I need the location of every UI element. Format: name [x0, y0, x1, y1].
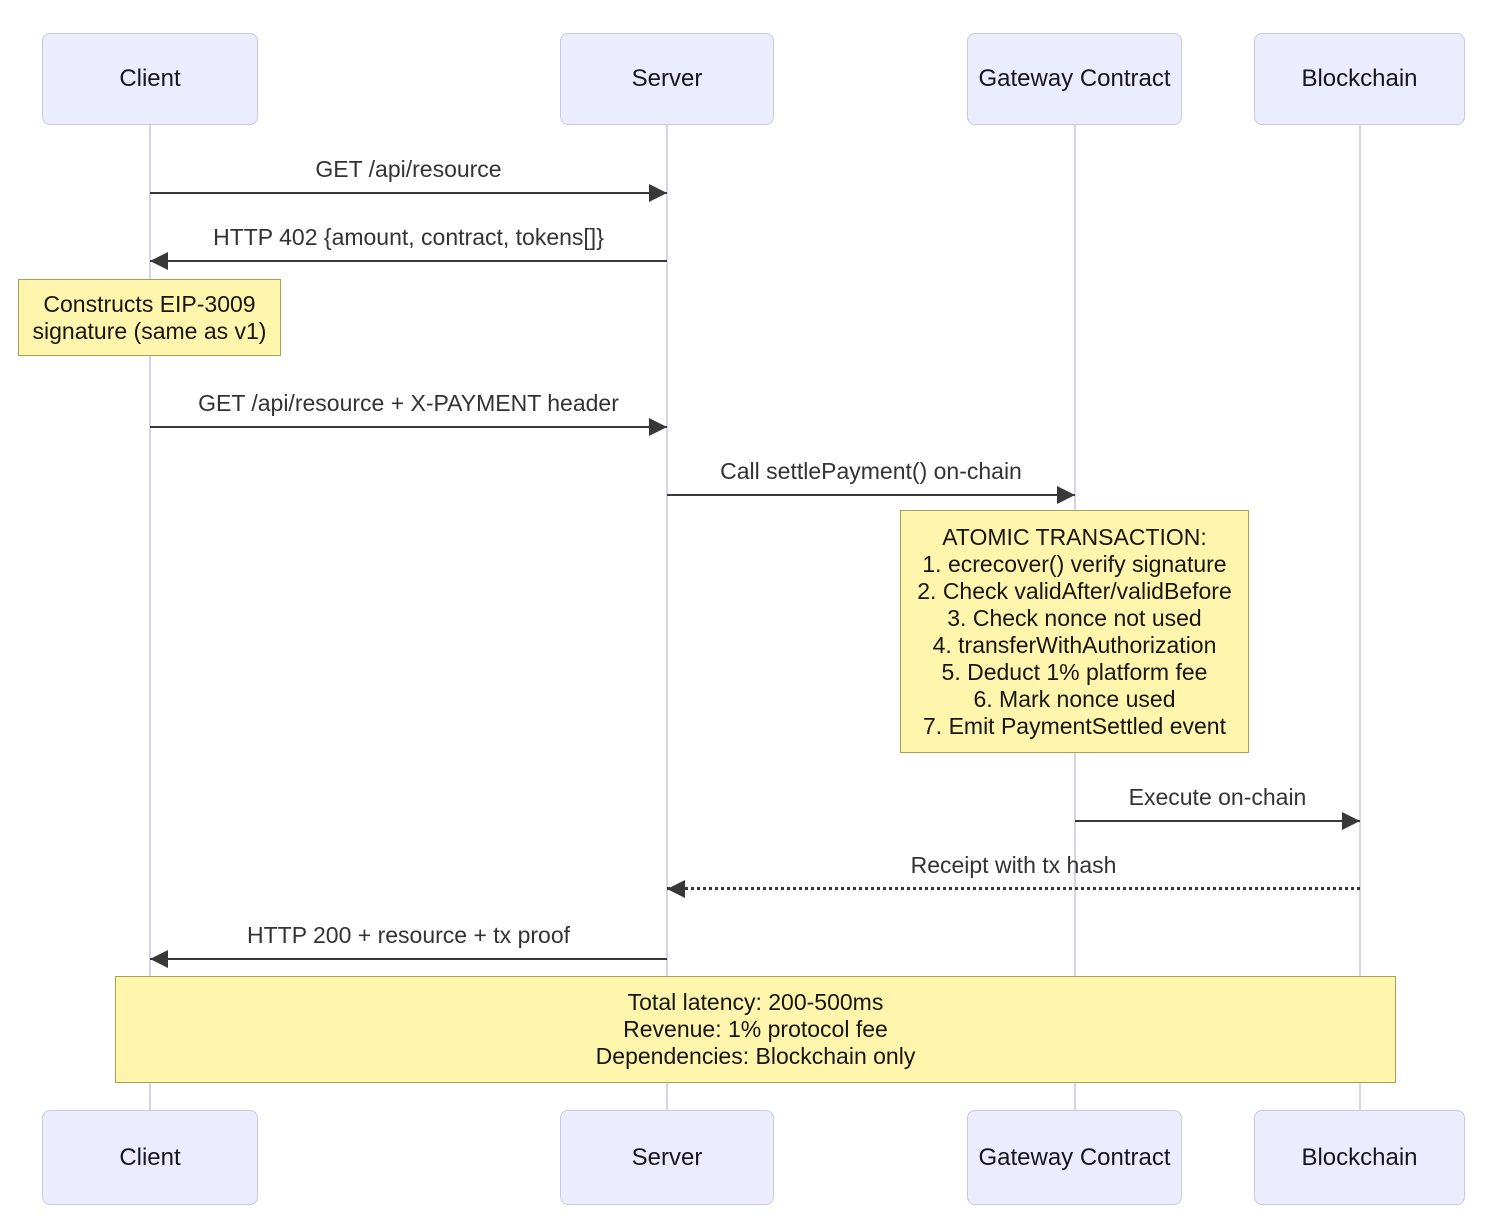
msg-get-resource-payment-label: GET /api/resource + X-PAYMENT header: [198, 390, 619, 416]
arrowhead-right-icon: [1342, 812, 1360, 830]
note-line: Revenue: 1% protocol fee: [623, 1016, 888, 1042]
participant-gateway-top: Gateway Contract: [967, 33, 1182, 125]
msg-execute-onchain-label: Execute on-chain: [1128, 784, 1307, 810]
msg-get-resource-label: GET /api/resource: [315, 156, 502, 182]
participant-server-top: Server: [560, 33, 774, 125]
note-line: 7. Emit PaymentSettled event: [923, 712, 1226, 739]
arrowhead-left-icon: [667, 880, 685, 898]
note-eip3009-signature: Constructs EIP-3009 signature (same as v…: [18, 279, 281, 356]
note-line: Dependencies: Blockchain only: [595, 1043, 916, 1069]
arrowhead-left-icon: [150, 950, 168, 968]
note-line: signature (same as v1): [32, 317, 267, 344]
participant-blockchain-bottom: Blockchain: [1254, 1110, 1465, 1205]
msg-http-402-label: HTTP 402 {amount, contract, tokens[]}: [213, 224, 604, 250]
participant-client-bottom: Client: [42, 1110, 258, 1205]
note-line: 3. Check nonce not used: [947, 604, 1202, 631]
note-line: ATOMIC TRANSACTION:: [942, 523, 1207, 550]
msg-http-200-line: [150, 958, 667, 960]
note-atomic-transaction: ATOMIC TRANSACTION: 1. ecrecover() verif…: [900, 510, 1249, 753]
msg-call-settlepayment-line: [667, 494, 1075, 496]
msg-get-resource-line: [150, 192, 667, 194]
note-line: 2. Check validAfter/validBefore: [917, 577, 1232, 604]
lifeline-client: [149, 125, 151, 1110]
msg-execute-onchain-line: [1075, 820, 1360, 822]
msg-receipt-txhash-line: [667, 887, 1360, 890]
lifeline-server: [666, 125, 668, 1110]
participant-server-bottom: Server: [560, 1110, 774, 1205]
msg-http-402-line: [150, 260, 667, 262]
msg-receipt-txhash-label: Receipt with tx hash: [910, 852, 1117, 878]
note-line: 5. Deduct 1% platform fee: [941, 658, 1208, 685]
participant-blockchain-top: Blockchain: [1254, 33, 1465, 125]
arrowhead-right-icon: [1057, 486, 1075, 504]
note-line: Total latency: 200-500ms: [627, 989, 884, 1015]
note-line: 4. transferWithAuthorization: [932, 631, 1217, 658]
participant-client-top: Client: [42, 33, 258, 125]
participant-gateway-bottom: Gateway Contract: [967, 1110, 1182, 1205]
msg-call-settlepayment-label: Call settlePayment() on-chain: [720, 458, 1022, 484]
note-line: 6. Mark nonce used: [973, 685, 1176, 712]
arrowhead-left-icon: [150, 252, 168, 270]
msg-http-200-label: HTTP 200 + resource + tx proof: [246, 922, 570, 948]
note-line: 1. ecrecover() verify signature: [922, 550, 1227, 577]
lifeline-blockchain: [1359, 125, 1361, 1110]
note-summary: Total latency: 200-500ms Revenue: 1% pro…: [115, 976, 1396, 1083]
arrowhead-right-icon: [649, 418, 667, 436]
note-line: Constructs EIP-3009: [43, 290, 256, 317]
arrowhead-right-icon: [649, 184, 667, 202]
msg-get-resource-payment-line: [150, 426, 667, 428]
